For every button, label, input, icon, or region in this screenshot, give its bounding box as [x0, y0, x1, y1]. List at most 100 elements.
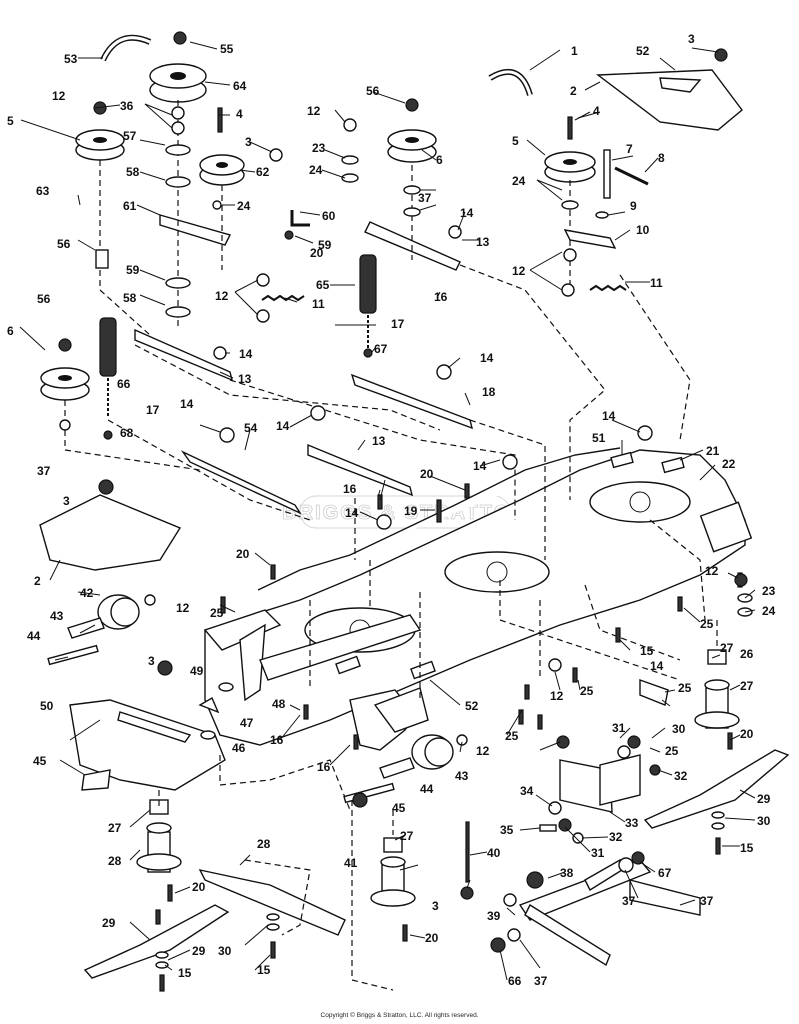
callout-label: 35	[500, 823, 514, 837]
spindle-right	[694, 649, 740, 729]
callout-label: 12	[176, 601, 190, 615]
callout-label: 20	[192, 880, 206, 894]
callout-label: 23	[312, 141, 326, 155]
callout-label: 14	[276, 419, 290, 433]
callout-label: 16	[270, 733, 284, 747]
callout-label: 43	[50, 609, 64, 623]
callout-label: 12	[512, 264, 526, 278]
callout-label: 3	[688, 32, 695, 46]
callout-label: 64	[233, 79, 247, 93]
callout-label: 33	[625, 816, 639, 830]
pulley-65	[149, 63, 207, 103]
callout-label: 28	[257, 837, 271, 851]
callout-label: 31	[612, 721, 626, 735]
callout-label: 46	[232, 741, 246, 755]
callout-label: 30	[218, 944, 232, 958]
callout-label: 25	[665, 744, 679, 758]
callout-label: 27	[400, 829, 414, 843]
callout-label: 32	[674, 769, 688, 783]
callout-label: 3	[148, 654, 155, 668]
gauge-wheels	[67, 594, 454, 779]
callout-label: 28	[108, 854, 122, 868]
callout-label: 68	[120, 426, 134, 440]
callout-label: 14	[460, 206, 474, 220]
callout-label: 12	[307, 104, 321, 118]
callout-label: 16	[434, 290, 448, 304]
belt-guides	[100, 34, 533, 96]
callout-label: 5	[7, 114, 14, 128]
pulley-6-center	[387, 129, 437, 163]
callout-label: 29	[757, 792, 771, 806]
callout-label: 24	[512, 174, 526, 188]
springs-and-grips	[99, 254, 627, 418]
callout-label: 40	[487, 846, 501, 860]
callout-label: 13	[476, 235, 490, 249]
callout-label: 63	[36, 184, 50, 198]
callout-label: 53	[64, 52, 78, 66]
callout-label: 3	[63, 494, 70, 508]
callout-label: 12	[550, 689, 564, 703]
callout-label: 15	[640, 644, 654, 658]
callout-label: 55	[220, 42, 234, 56]
callout-label: 17	[391, 317, 405, 331]
callout-label: 57	[123, 129, 137, 143]
callout-label: 56	[57, 237, 71, 251]
callout-label: 39	[487, 909, 501, 923]
callout-label: 13	[238, 372, 252, 386]
callout-label: 48	[272, 697, 286, 711]
callout-label: 23	[762, 584, 776, 598]
callout-label: 44	[420, 782, 434, 796]
callout-label: 5	[512, 134, 519, 148]
callout-label: 14	[602, 409, 616, 423]
callout-label: 37	[700, 894, 714, 908]
callout-label: 37	[418, 191, 432, 205]
callout-label: 18	[482, 385, 496, 399]
callout-label: 45	[392, 801, 406, 815]
spindles	[136, 649, 740, 907]
callout-label: 7	[626, 142, 633, 156]
callout-label: 24	[237, 199, 251, 213]
callout-label: 67	[658, 866, 672, 880]
rear-linkage	[518, 679, 701, 967]
callout-label: 59	[318, 238, 332, 252]
spindle-left	[136, 799, 182, 873]
callout-label: 15	[740, 841, 754, 855]
pulleys	[40, 63, 596, 401]
callout-label: 27	[720, 641, 734, 655]
callout-label: 25	[678, 681, 692, 695]
callout-label: 3	[245, 135, 252, 149]
callout-label: 58	[123, 291, 137, 305]
shields	[39, 69, 743, 791]
callout-label: 14	[180, 397, 194, 411]
callout-label: 4	[236, 107, 243, 121]
callout-label: 32	[609, 830, 623, 844]
callout-label: 61	[123, 199, 137, 213]
callout-label: 38	[560, 866, 574, 880]
callout-label: 12	[215, 289, 229, 303]
callout-label: 14	[345, 506, 359, 520]
callout-label: 56	[366, 84, 380, 98]
hardware	[47, 31, 753, 992]
callout-label: 3	[432, 899, 439, 913]
callout-label: 45	[33, 754, 47, 768]
callout-label: 12	[705, 564, 719, 578]
callout-label: 12	[476, 744, 490, 758]
callout-label: 42	[80, 586, 94, 600]
callout-label: 67	[374, 342, 388, 356]
callout-label: 25	[505, 729, 519, 743]
callout-label: 44	[27, 629, 41, 643]
callout-label: 25	[700, 617, 714, 631]
callout-label: 52	[636, 44, 650, 58]
callout-label: 62	[256, 165, 270, 179]
callout-label: 20	[740, 727, 754, 741]
spindle-center	[370, 837, 416, 907]
callout-label: 41	[344, 856, 358, 870]
callout-label: 22	[722, 457, 736, 471]
blades	[83, 749, 790, 979]
callout-label: 14	[473, 459, 487, 473]
callout-label: 11	[312, 297, 325, 311]
pulley-5-right	[544, 151, 596, 183]
callout-label: 4	[593, 104, 600, 118]
callout-label: 66	[117, 377, 131, 391]
